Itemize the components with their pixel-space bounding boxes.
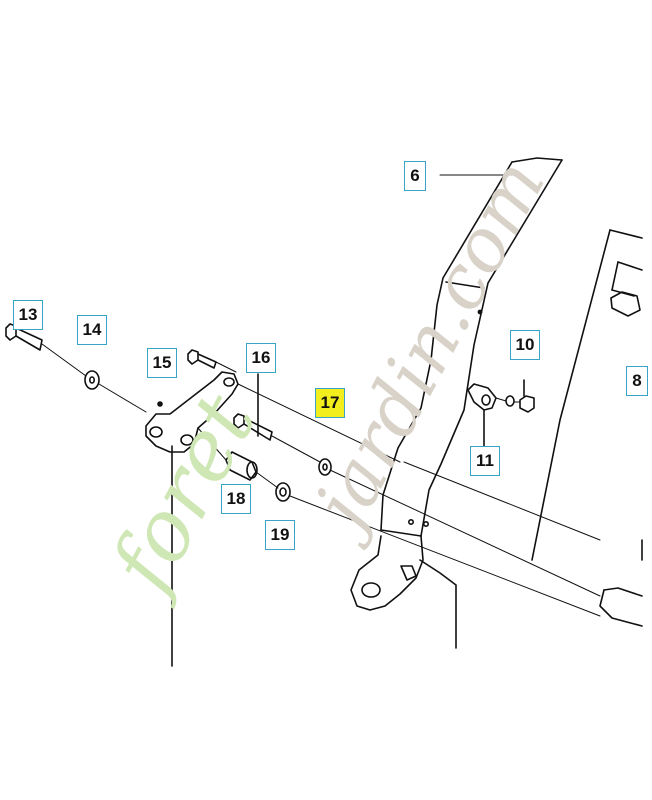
part-label-13[interactable]: 13	[13, 300, 43, 330]
washer-17-drawing	[318, 458, 332, 476]
washer-14-drawing	[84, 370, 100, 390]
part-label-17[interactable]: 17	[315, 388, 345, 418]
part-label-8[interactable]: 8	[626, 366, 648, 396]
part-label-19[interactable]: 19	[265, 520, 295, 550]
part-label-15[interactable]: 15	[147, 348, 177, 378]
tube-lower-bracket	[350, 535, 457, 649]
bolt-13-drawing	[5, 323, 43, 351]
part-label-11[interactable]: 11	[470, 446, 500, 476]
nut-10-drawing	[505, 379, 535, 413]
assembly-lines	[41, 174, 601, 617]
bolt-16-drawing	[233, 373, 273, 441]
clamp-11-drawing	[467, 383, 497, 447]
washer-19-drawing	[275, 482, 291, 502]
link-arm-15-drawing	[145, 367, 239, 667]
bushing-18-drawing	[225, 451, 258, 481]
small-bolt-drawing	[187, 349, 217, 369]
side-frame-plate	[531, 229, 643, 627]
part-label-10[interactable]: 10	[510, 330, 540, 360]
part-label-6[interactable]: 6	[404, 161, 426, 191]
handle-tube	[380, 157, 563, 537]
part-label-16[interactable]: 16	[246, 343, 276, 373]
part-label-18[interactable]: 18	[221, 484, 251, 514]
part-label-14[interactable]: 14	[77, 315, 107, 345]
